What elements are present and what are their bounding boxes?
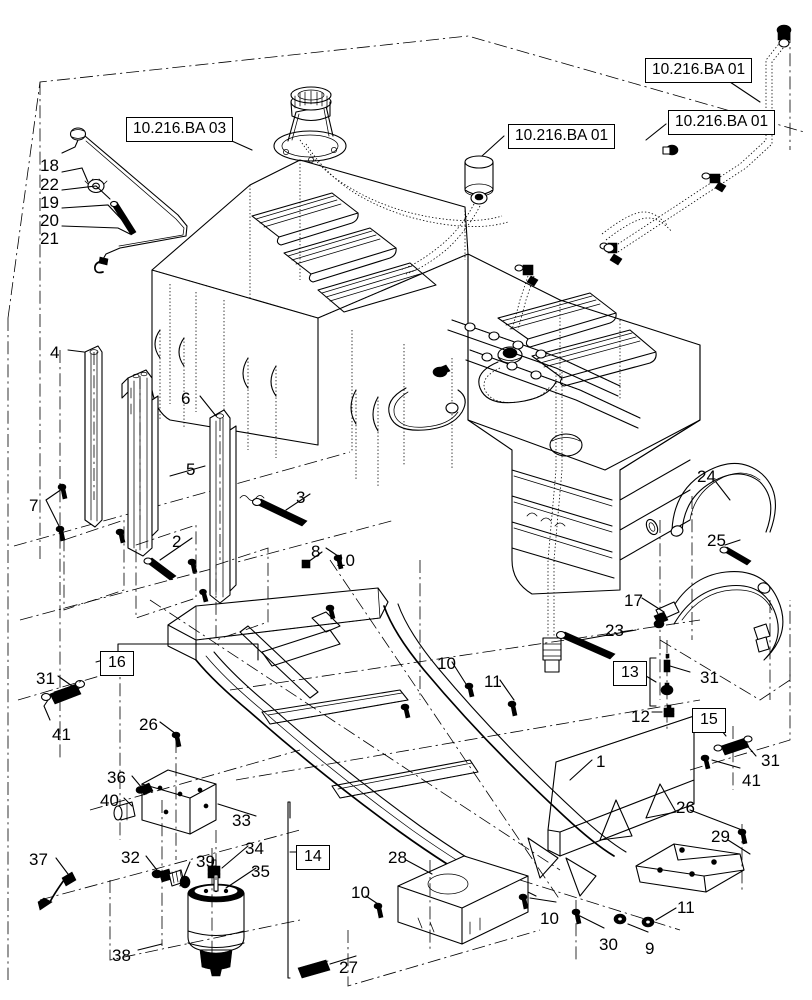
callout-number: 10 [351, 883, 370, 902]
callout-number: 31 [36, 669, 55, 688]
callout-number: 1 [596, 752, 606, 771]
callout-number: 19 [40, 193, 59, 212]
callout-number: 29 [711, 827, 730, 846]
callout-number: 11 [677, 898, 695, 917]
callout-number: 31 [700, 668, 719, 687]
callout-number: 26 [676, 798, 695, 817]
callout-number: 21 [40, 229, 59, 248]
callout-number: 10 [540, 909, 559, 928]
callout-number: 27 [339, 958, 358, 977]
callout-number: 23 [605, 621, 624, 640]
callout-number: 3 [296, 488, 306, 507]
callout-number: 20 [40, 211, 59, 230]
callout-number: 8 [311, 542, 321, 561]
callout-number: 10 [437, 654, 456, 673]
callout-number: 34 [245, 839, 264, 858]
callout-number: 24 [697, 467, 716, 486]
callout-number: 41 [742, 771, 761, 790]
callout-number: 33 [232, 811, 251, 830]
callout-number: 37 [29, 850, 48, 869]
cross-reference-box: 10.216.BA 01 [668, 110, 776, 135]
callout-number: 4 [50, 343, 60, 362]
callout-number: 25 [707, 531, 726, 550]
callout-number: 2 [172, 532, 182, 551]
callout-number: 32 [121, 848, 140, 867]
callout-number: 12 [631, 707, 650, 726]
boxed-item-number: 13 [613, 661, 647, 686]
boxed-item-number: 14 [296, 845, 330, 870]
boxed-item-number: 16 [100, 651, 134, 676]
boxed-item-number: 15 [692, 708, 726, 733]
callout-number: 36 [107, 768, 126, 787]
cross-reference-box: 10.216.BA 01 [508, 124, 616, 149]
callout-number: 7 [29, 496, 39, 515]
callout-number: 39 [196, 852, 215, 871]
callout-number: 10 [336, 551, 355, 570]
callout-number: 18 [40, 156, 59, 175]
callout-number: 6 [181, 389, 191, 408]
callout-number: 5 [186, 460, 196, 479]
cross-reference-box: 10.216.BA 01 [645, 58, 753, 83]
callout-number: 28 [388, 848, 407, 867]
callout-number: 35 [251, 862, 270, 881]
callout-number: 38 [112, 946, 131, 965]
callout-number: 31 [761, 751, 780, 770]
callout-number: 9 [645, 939, 655, 958]
callout-number: 11 [484, 672, 502, 691]
callout-number: 41 [52, 725, 71, 744]
callout-number: 26 [139, 715, 158, 734]
cross-reference-box: 10.216.BA 03 [126, 117, 234, 142]
callout-number: 30 [599, 935, 618, 954]
callout-number: 17 [624, 591, 643, 610]
callout-number: 40 [100, 791, 119, 810]
callout-number: 22 [40, 175, 59, 194]
